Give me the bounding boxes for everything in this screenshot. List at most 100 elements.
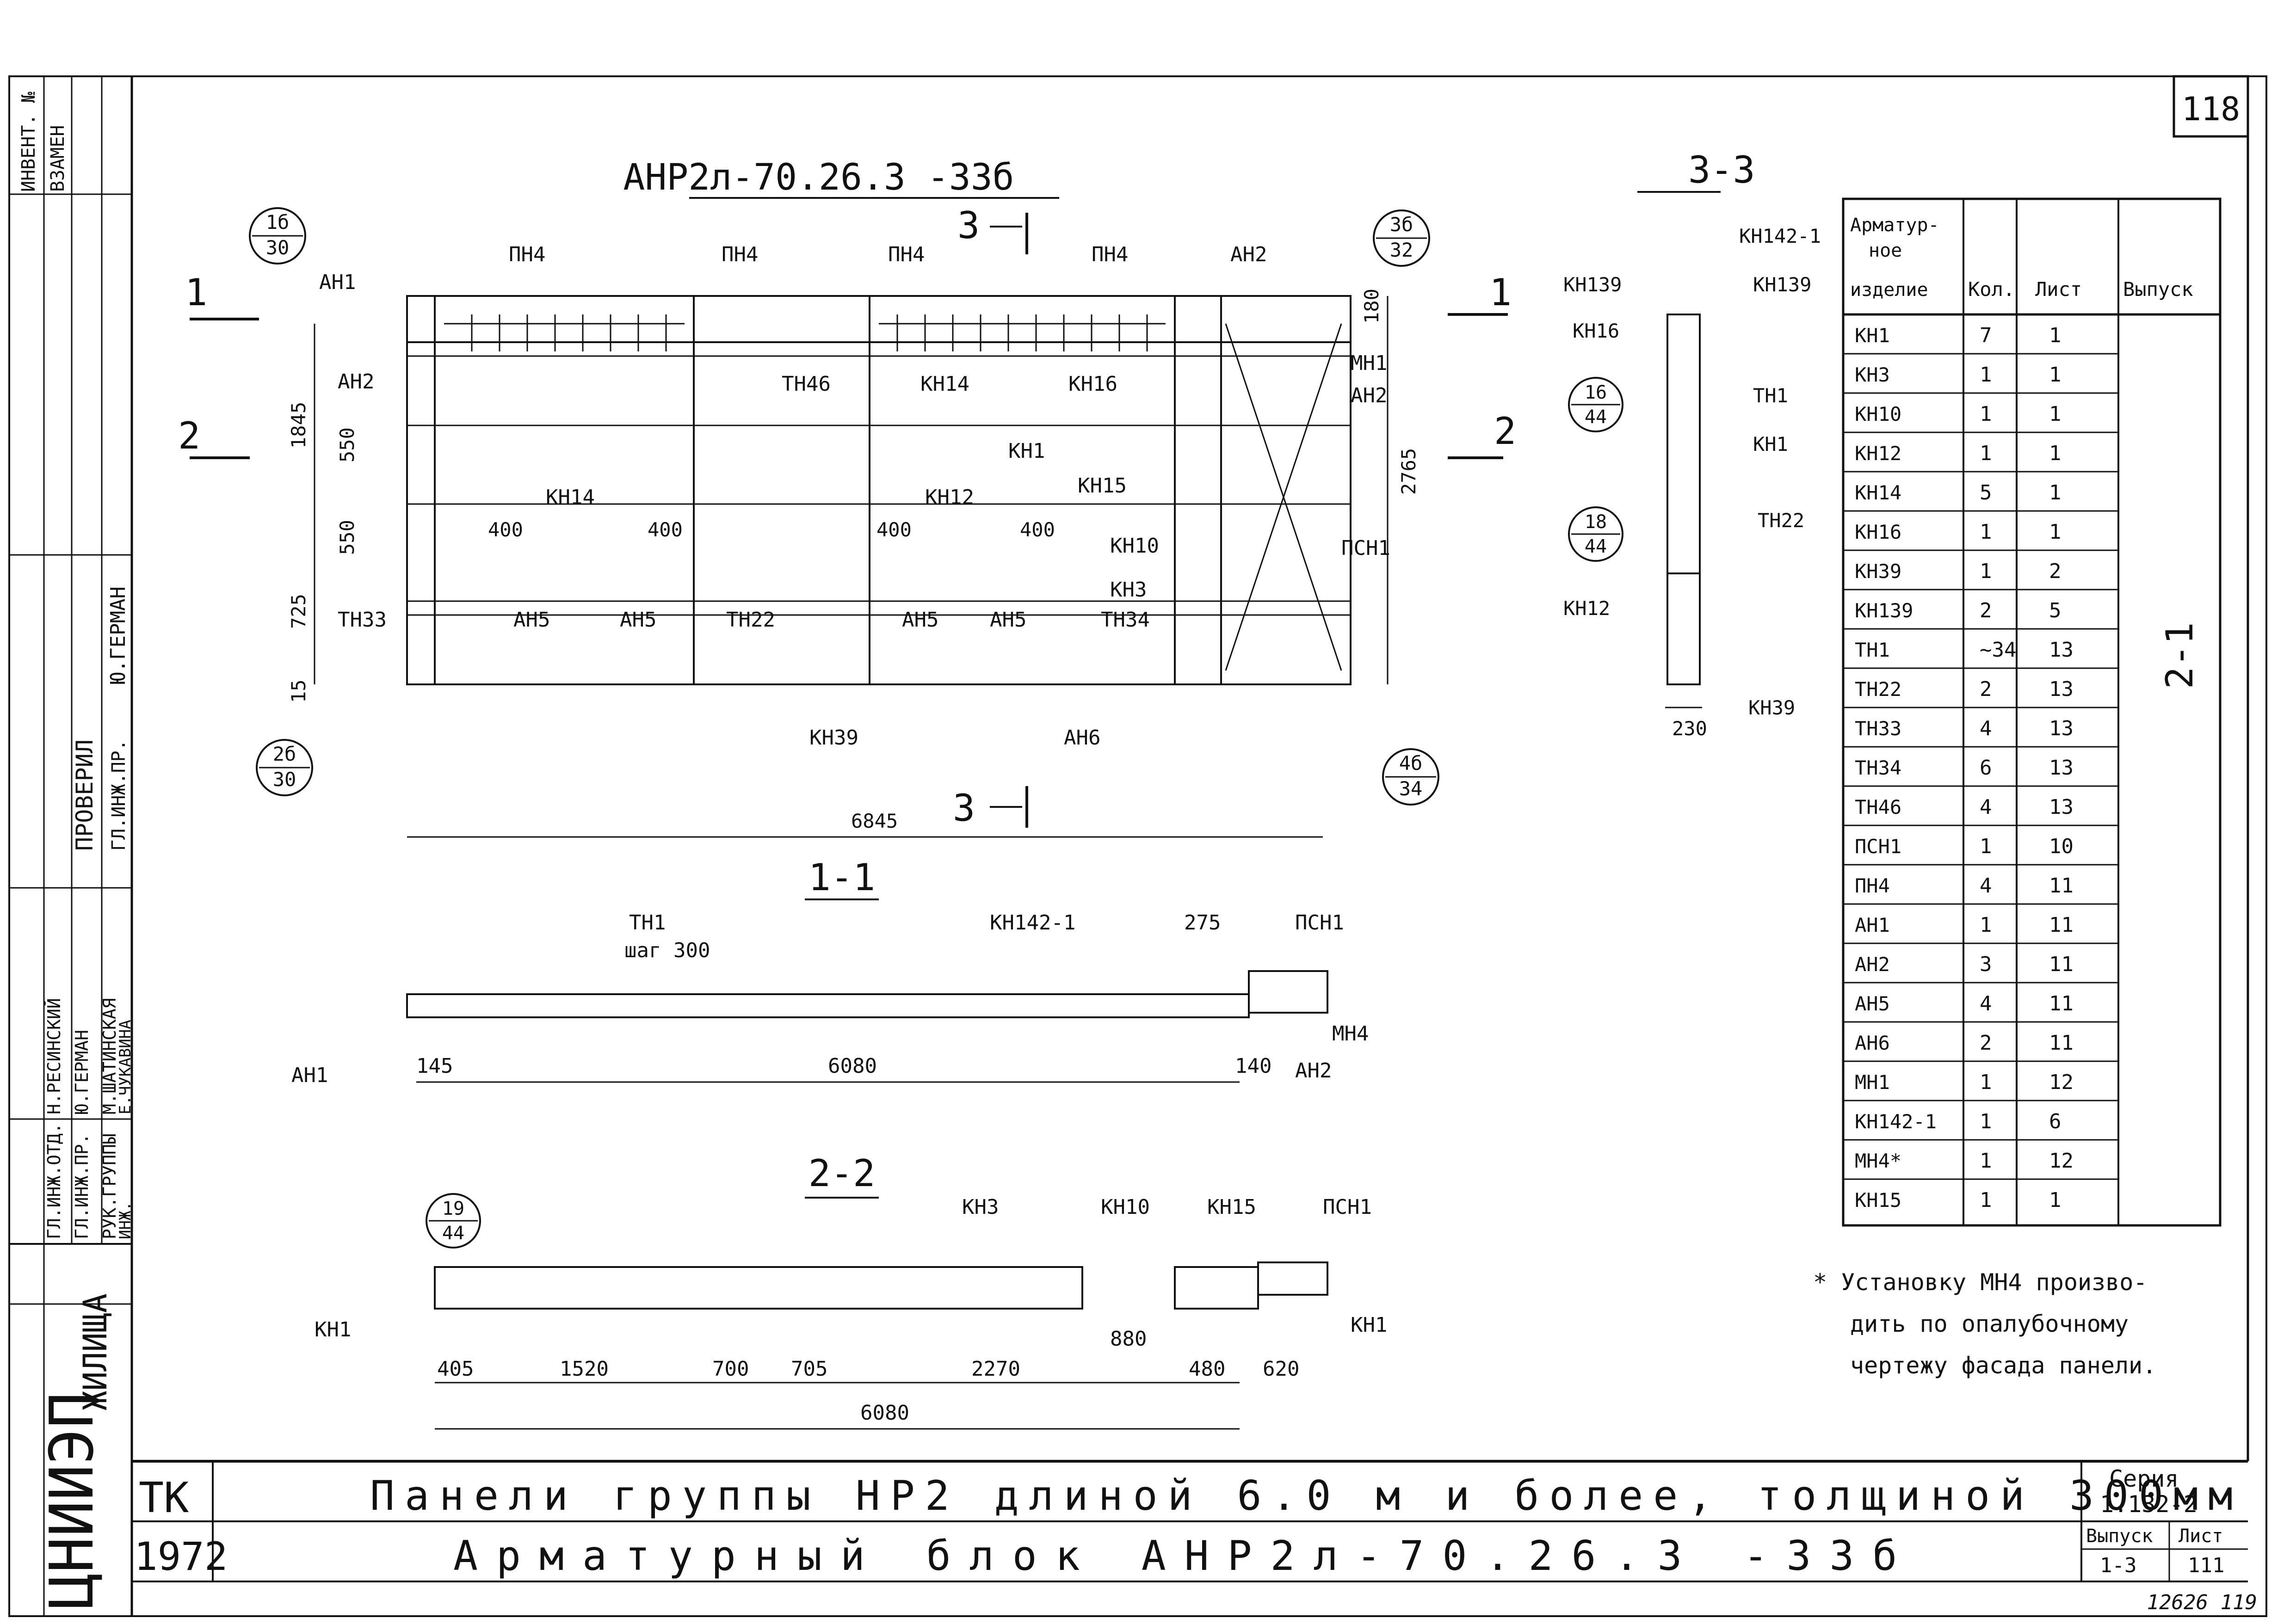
table-cell-sheet: 11 <box>2049 992 2074 1015</box>
table-cell-item: ПН4 <box>1855 874 1890 897</box>
table-cell-item: АН1 <box>1855 914 1890 936</box>
dim-880: 880 <box>1110 1327 1147 1351</box>
table-cell-qty: 1 <box>1980 1188 1992 1212</box>
section-mark-1: 1 <box>185 271 259 320</box>
role-3: РУК.ГРУППЫ <box>99 1133 120 1239</box>
table-cell-item: ПСН1 <box>1855 835 1901 858</box>
header-item-3: изделие <box>1850 279 1928 301</box>
section-mark-text: 3 <box>957 204 980 247</box>
label-kn142: КН142-1 <box>1739 225 1821 247</box>
callout: 18 44 <box>1568 506 1623 562</box>
name-4: Е.ЧУКАВИНА <box>116 1020 135 1114</box>
table-cell-sheet: 1 <box>2049 363 2061 387</box>
table-cell-item: КН142-1 <box>1855 1110 1937 1133</box>
label-kn15: КН15 <box>1078 474 1127 498</box>
table-cell-sheet: 13 <box>2049 795 2074 819</box>
callout-top: 18 <box>1585 511 1607 533</box>
note-line-1: * Установку МН4 произво- <box>1813 1269 2147 1296</box>
label-kn142: КН142-1 <box>990 911 1075 935</box>
table-cell-qty: 1 <box>1980 913 1992 937</box>
label-kn14: КН14 <box>920 372 969 396</box>
section-2-2-anchor <box>1257 1261 1328 1296</box>
table-cell-item: АН2 <box>1855 953 1890 976</box>
header-item-2: ное <box>1869 240 1902 261</box>
vzamen-header: ВЗАМЕН <box>47 125 68 192</box>
label-an5: АН5 <box>990 608 1026 632</box>
dim-550: 550 <box>336 520 358 555</box>
table-cell-item: ТН46 <box>1855 796 1901 818</box>
callout: 1б 30 <box>249 207 306 265</box>
callout: 3б 32 <box>1373 209 1430 267</box>
dim-400: 400 <box>1020 518 1055 541</box>
section-mark-text: 2 <box>1494 410 1516 453</box>
dim-2270: 2270 <box>971 1357 1020 1381</box>
callout-top: 1б <box>266 211 290 234</box>
label-kn15: КН15 <box>1207 1195 1256 1219</box>
main-view: АНР2л-70.26.3 -33б 1б 30 3б <box>178 157 1516 838</box>
table-border <box>1842 197 2222 1227</box>
table-cell-item: КН39 <box>1855 560 1901 583</box>
label-an2: АН2 <box>1351 384 1387 407</box>
issue-value: 1-3 <box>2100 1554 2136 1577</box>
name-2: Ю.ГЕРМАН <box>72 1030 92 1114</box>
dim-620: 620 <box>1263 1357 1299 1381</box>
dim-400: 400 <box>648 518 683 541</box>
label-tn1: ТН1 <box>1753 384 1788 407</box>
label-kn139: КН139 <box>1563 273 1622 296</box>
section-1-1-anchor <box>1248 970 1328 1014</box>
table-cell-qty: 2 <box>1980 1031 1992 1055</box>
label-kn10: КН10 <box>1110 534 1159 558</box>
dim-400: 400 <box>488 518 523 541</box>
section-3-3: 3-3 16 44 18 44 КН142-1 КН139 КН139 КН16… <box>1563 148 1821 740</box>
section-mark-3bottom: 3 <box>953 786 1028 830</box>
note-line-3: чертежу фасада панели. <box>1850 1352 2156 1379</box>
gl-ing-pr-top: ГЛ.ИНЖ.ПР. <box>108 739 130 851</box>
label-pn4: ПН4 <box>1092 243 1128 266</box>
label-kn16: КН16 <box>1573 320 1619 342</box>
table-cell-qty: 4 <box>1980 795 1992 819</box>
section-2-2-title: 2-2 <box>809 1152 876 1195</box>
table-cell-qty: ~34 <box>1980 638 2016 662</box>
header-item-1: Арматур- <box>1850 215 1939 236</box>
table-issue-value: 2-1 <box>2158 622 2201 689</box>
callout: 4б 34 <box>1382 748 1439 806</box>
dim-6845: 6845 <box>851 810 898 832</box>
label-tn22: ТН22 <box>1758 509 1804 532</box>
section-1-1-title: 1-1 <box>809 856 876 899</box>
dim-700: 700 <box>712 1357 749 1381</box>
section-mark-text: 2 <box>178 414 200 457</box>
label-pn4: ПН4 <box>722 243 758 266</box>
inv-header: ИНВЕНТ. № <box>18 92 39 192</box>
table-cell-sheet: 11 <box>2049 874 2074 898</box>
table-cell-qty: 1 <box>1980 1070 1992 1094</box>
name-3: М.ШАТИНСКАЯ <box>99 998 120 1114</box>
label-kn3: КН3 <box>1110 578 1147 602</box>
table-cell-qty: 2 <box>1980 599 1992 622</box>
table-cell-sheet: 11 <box>2049 913 2074 937</box>
list-value: 111 <box>2188 1554 2224 1577</box>
callout-bottom: 30 <box>273 768 296 791</box>
section-mark-text: 1 <box>185 271 207 314</box>
left-strip: ИНВЕНТ. № ВЗАМЕН ПРОВЕРИЛ ГЛ.ИНЖ.ПР. Ю.Г… <box>9 76 135 1616</box>
label-mn4: МН4 <box>1332 1022 1369 1046</box>
dim-140: 140 <box>1235 1054 1271 1078</box>
table-cell-sheet: 11 <box>2049 953 2074 976</box>
label-kn3: КН3 <box>962 1195 999 1219</box>
table-cell-sheet: 1 <box>2049 402 2061 426</box>
table-cell-qty: 5 <box>1980 481 1992 504</box>
label-an5: АН5 <box>620 608 656 632</box>
table-cell-item: КН12 <box>1855 442 1901 465</box>
label-kn139: КН139 <box>1753 273 1811 296</box>
list-label: Лист <box>2179 1526 2223 1547</box>
label-kn1: КН1 <box>1753 433 1788 455</box>
callout: 16 44 <box>1568 377 1623 432</box>
section-mark-2: 2 <box>178 414 250 459</box>
dim-275: 275 <box>1184 911 1221 935</box>
table-cell-sheet: 12 <box>2049 1070 2074 1094</box>
dim-550: 550 <box>336 427 358 462</box>
label-kn14: КН14 <box>546 486 595 509</box>
ladder-bars <box>444 314 1166 351</box>
table-cell-item: КН10 <box>1855 403 1901 425</box>
role-1: ГЛ.ИНЖ.ОТД. <box>44 1123 64 1239</box>
